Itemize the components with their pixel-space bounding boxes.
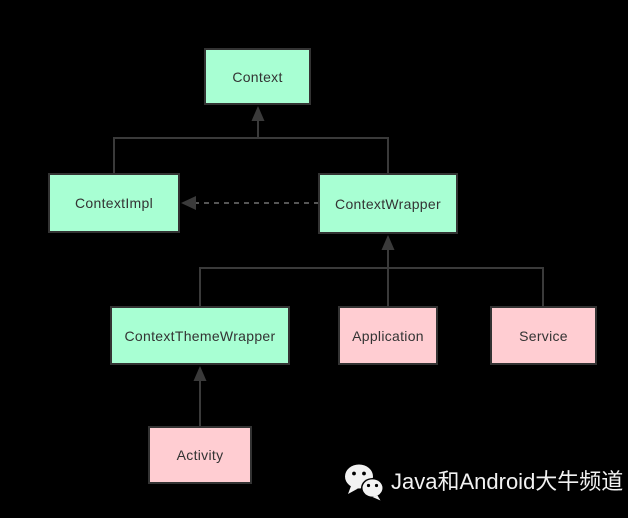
node-contextwrapper: ContextWrapper bbox=[318, 173, 458, 234]
node-contextthemewrapper: ContextThemeWrapper bbox=[110, 306, 290, 365]
node-activity: Activity bbox=[148, 426, 252, 484]
wechat-icon bbox=[345, 464, 384, 501]
watermark-label: Java和Android大牛频道 bbox=[391, 469, 624, 494]
node-contextimpl: ContextImpl bbox=[48, 173, 180, 233]
node-application: Application bbox=[338, 306, 438, 365]
node-contextthemewrapper-label: ContextThemeWrapper bbox=[124, 327, 276, 344]
arrowhead-context bbox=[251, 106, 265, 121]
edge-to-context bbox=[113, 118, 389, 173]
node-context: Context bbox=[204, 48, 311, 105]
node-application-label: Application bbox=[352, 327, 424, 344]
edge-to-contextwrapper bbox=[199, 247, 544, 306]
node-service: Service bbox=[490, 306, 597, 365]
node-contextimpl-label: ContextImpl bbox=[75, 195, 153, 211]
watermark: Java和Android大牛频道 bbox=[344, 462, 623, 502]
node-contextwrapper-label: ContextWrapper bbox=[335, 195, 441, 212]
arrowhead-contextimpl bbox=[181, 196, 196, 210]
arrowhead-contextthemewrapper bbox=[193, 366, 207, 381]
node-activity-label: Activity bbox=[176, 447, 224, 463]
node-context-label: Context bbox=[232, 68, 283, 85]
node-service-label: Service bbox=[519, 327, 568, 344]
arrowhead-contextwrapper bbox=[381, 235, 395, 250]
